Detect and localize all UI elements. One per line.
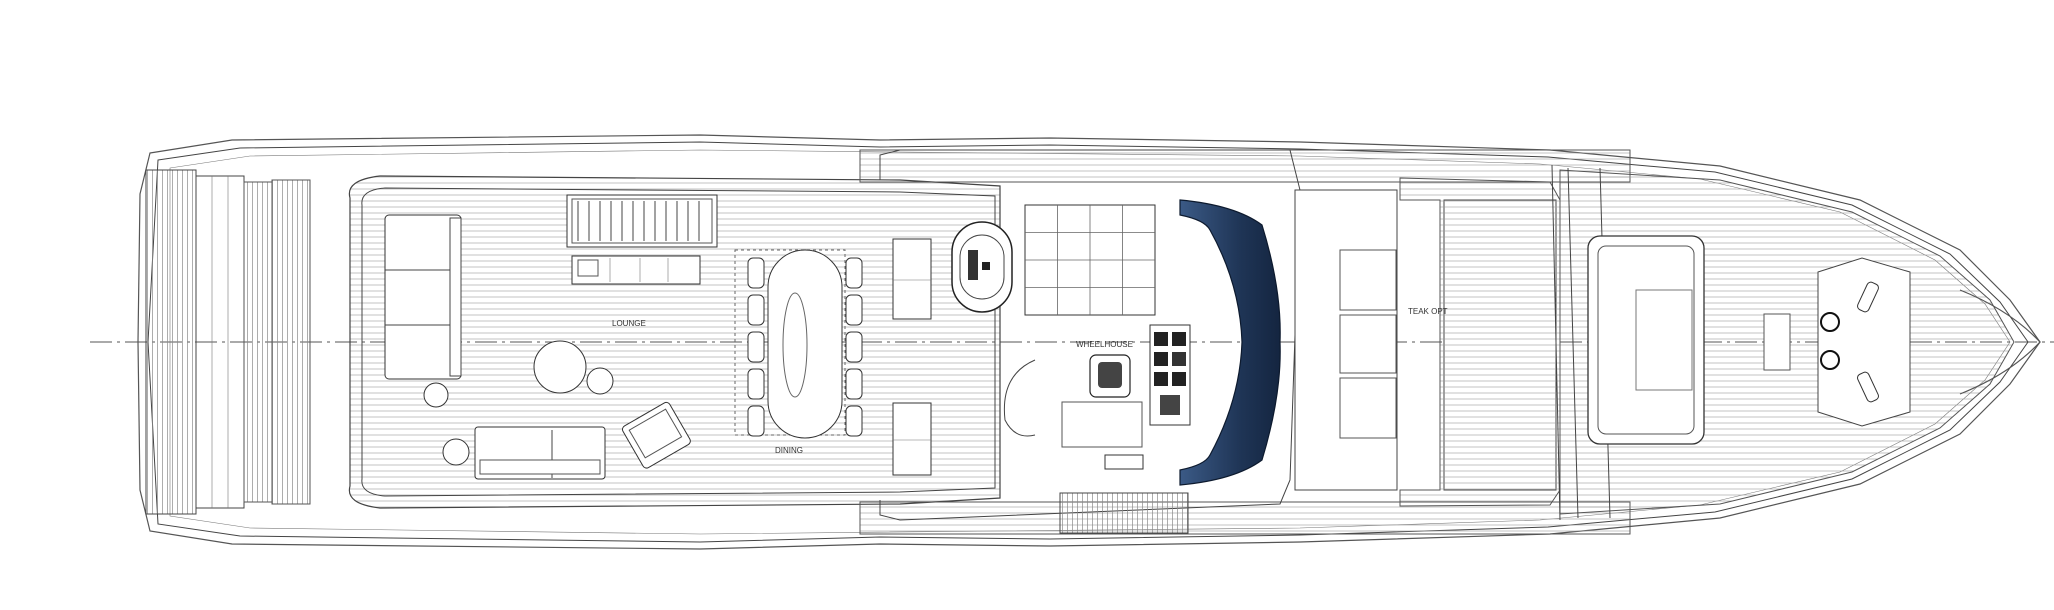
dining-table: [734, 249, 846, 439]
label-dining: DINING: [775, 446, 803, 455]
cabinet: [892, 238, 932, 320]
dining-chair: [845, 257, 863, 289]
dining-chair: [845, 331, 863, 363]
dining-chairs: [747, 257, 863, 437]
dining-chair: [845, 368, 863, 400]
anchor-locker: [1817, 257, 1911, 427]
aft-sofa: [384, 214, 462, 380]
lounge-sofa: [474, 426, 606, 480]
dining-chair: [747, 331, 765, 363]
cabinet: [892, 402, 932, 476]
lounge-table-small: [586, 367, 614, 395]
aft-teak-deck: [271, 179, 311, 505]
helm-console: [951, 221, 1013, 313]
dining-chair: [747, 368, 765, 400]
dining-chair: [747, 257, 765, 289]
side-steps: [1059, 492, 1189, 534]
dining-chair: [747, 405, 765, 437]
side-table: [423, 382, 449, 408]
lounge-chair: [621, 401, 691, 469]
windshield: [1179, 199, 1281, 486]
foredeck-teak: [1399, 177, 1561, 507]
lounge-table-large: [533, 340, 587, 394]
dining-chair: [845, 405, 863, 437]
windlass: [1820, 312, 1840, 332]
label-wheelhouse: WHEELHOUSE: [1076, 340, 1133, 349]
main-deck-teak: [348, 175, 1001, 509]
staircase: [566, 194, 718, 248]
label-lounge: LOUNGE: [612, 319, 646, 328]
instrument-panel: [1149, 324, 1191, 426]
forward-hatch: [1587, 235, 1705, 445]
bar-counter: [571, 255, 701, 285]
side-table: [442, 438, 470, 466]
windlass: [1820, 350, 1840, 370]
dining-chair: [845, 294, 863, 326]
label-teak-opt: TEAK OPT: [1408, 307, 1448, 316]
wheelhouse-grid: [1024, 204, 1156, 316]
hull-outline: [137, 134, 2041, 550]
dining-chair: [747, 294, 765, 326]
swim-platform: [145, 169, 273, 515]
